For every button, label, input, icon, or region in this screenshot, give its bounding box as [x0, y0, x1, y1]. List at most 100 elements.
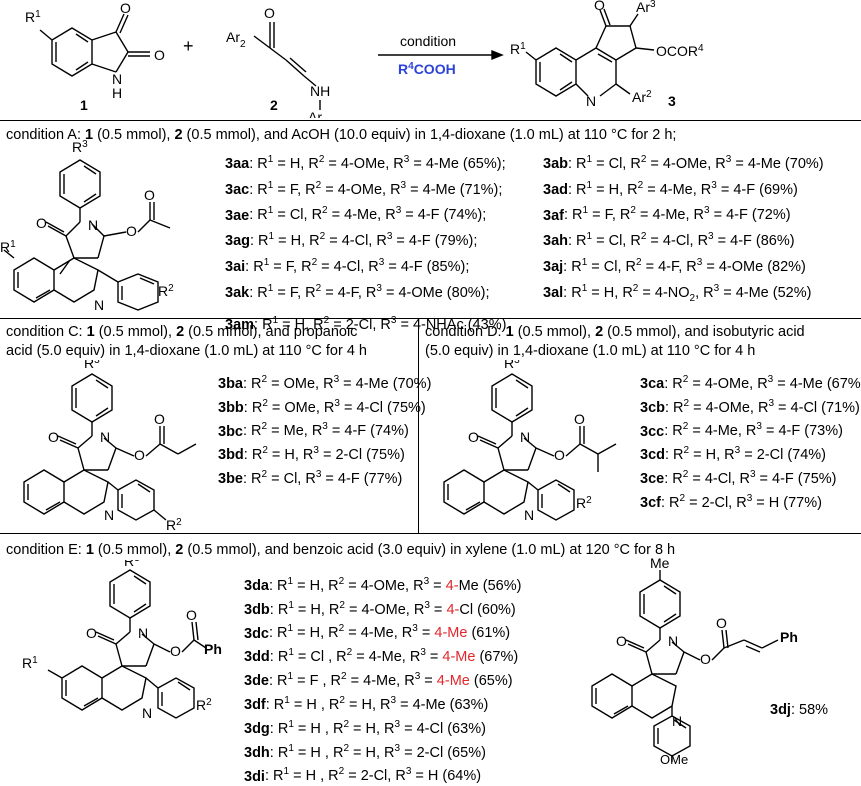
- label-n: N: [524, 507, 534, 523]
- entry-3ad: 3ad: R1 = H, R2 = 4-Me, R3 = 4-F (69%): [543, 176, 855, 200]
- label-o: O: [716, 615, 727, 631]
- entry-3cf: 3cf: R2 = 2-Cl, R3 = H (77%): [640, 489, 861, 513]
- entry-text: : R1 = H, R2 = 4-OMe, R3 = 4-Me (65%);: [249, 154, 506, 172]
- entry-3ae: 3ae: R1 = Cl, R2 = 4-Me, R3 = 4-F (74%);: [225, 202, 543, 226]
- label-n: N: [668, 633, 678, 649]
- label-o: O: [86, 625, 97, 641]
- structure-3d: R3 O N O O Ph R1 N R2: [22, 560, 222, 721]
- entry-3cb: 3cb: R2 = 4-OMe, R3 = 4-Cl (71%): [640, 394, 861, 418]
- compound-id: 3de: [244, 673, 269, 690]
- entry-3ca: 3ca: R2 = 4-OMe, R3 = 4-Me (67%): [640, 370, 861, 394]
- entry-3af: 3af: R1 = F, R2 = 4-Me, R3 = 4-F (72%): [543, 202, 855, 226]
- label-o: O: [48, 429, 59, 445]
- compound-id: 3cd: [640, 447, 665, 464]
- compound-id: 3cf: [640, 494, 661, 511]
- compound-id: 3am: [225, 316, 255, 333]
- compound-id: 3ba: [218, 375, 243, 392]
- entry-3dd: 3dd: R1 = Cl , R2 = 4-Me, R3 = 4-Me (67%…: [244, 643, 521, 667]
- label-o: O: [144, 187, 155, 203]
- label-o: O: [554, 447, 565, 463]
- compound-id: 3bc: [218, 423, 243, 440]
- label-r2: R2: [576, 495, 592, 511]
- entry-text: : R1 = H , R2 = H, R3 = 2-Cl (65%): [269, 742, 486, 761]
- label-h: H: [112, 85, 122, 101]
- compound-label-1: 1: [80, 97, 88, 113]
- label-o: O: [36, 215, 47, 231]
- entry-text: : R1 = Cl, R2 = 4-OMe, R3 = 4-Me (70%): [568, 154, 824, 172]
- label-o: O: [120, 0, 131, 16]
- entry-text: : R1 = F, R2 = 4-OMe, R3 = 4-Me (71%);: [249, 179, 503, 198]
- label-r1: R1: [22, 655, 38, 671]
- entry-text: : R1 = H , R2 = H, R3 = 4-Cl (63%): [269, 718, 486, 737]
- arrow-top-label: condition: [400, 33, 456, 49]
- compound-id: 3dh: [244, 744, 270, 761]
- label-o: O: [700, 651, 711, 667]
- entry-text: : R2 = H, R3 = 2-Cl (74%): [665, 445, 827, 464]
- condition-d-entries: 3ca: R2 = 4-OMe, R3 = 4-Me (67%)3cb: R2 …: [640, 370, 861, 513]
- label-o: O: [264, 5, 275, 21]
- label-r1: R1: [0, 239, 16, 255]
- label-n: N: [112, 71, 122, 87]
- compound-label-2: 2: [270, 97, 278, 113]
- entry-3db: 3db: R1 = H, R2 = 4-OMe, R3 = 4-Cl (60%): [244, 596, 521, 620]
- entry-3ba: 3ba: R2 = OMe, R3 = 4-Me (70%): [218, 370, 431, 394]
- divider: [0, 533, 861, 534]
- reaction-scheme: R1 O O N H 1 + Ar2 O NH Ar3 2 condition …: [25, 0, 704, 118]
- label-ar2: Ar2: [632, 89, 652, 105]
- label-o: O: [574, 411, 585, 427]
- entry-3ah: 3ah: R1 = Cl, R2 = 4-Cl, R3 = 4-F (86%): [543, 227, 855, 251]
- condition-a-text: condition A: 1 (0.5 mmol), 2 (0.5 mmol),…: [6, 127, 677, 143]
- compound-id: 3df: [244, 696, 266, 713]
- entry-text: : R1 = H, R2 = 4-OMe, R3 = 4-Me (56%): [269, 576, 522, 594]
- entry-text: : R2 = Cl, R3 = 4-F (77%): [243, 469, 403, 488]
- entry-3be: 3be: R2 = Cl, R3 = 4-F (77%): [218, 465, 431, 489]
- entry-text: : R1 = Cl , R2 = 4-Me, R3 = 4-Me (67%): [269, 647, 519, 666]
- entry-text: : R2 = OMe, R3 = 4-Cl (75%): [243, 397, 426, 416]
- entry-text: : R2 = 4-OMe, R3 = 4-Me (67%): [664, 374, 861, 392]
- label-o: O: [154, 411, 165, 427]
- compound-id: 3ae: [225, 207, 250, 224]
- compound-label-3: 3: [668, 93, 676, 109]
- entry-3bc: 3bc: R2 = Me, R3 = 4-F (74%): [218, 418, 431, 442]
- label-r1: R1: [510, 41, 526, 57]
- entry-text: : R1 = H, R2 = 4-NO2, R3 = 4-Me (52%): [563, 283, 812, 304]
- compound-id: 3dc: [244, 625, 269, 642]
- compound-id: 3db: [244, 601, 270, 618]
- divider: [0, 318, 861, 319]
- label-ar3: Ar3: [636, 0, 656, 15]
- entry-3cc: 3cc: R2 = 4-Me, R3 = 4-F (73%): [640, 418, 861, 442]
- entry-text: : R2 = Me, R3 = 4-F (74%): [243, 421, 409, 440]
- compound-id: 3aj: [543, 259, 564, 276]
- compound-id: 3ca: [640, 375, 665, 392]
- entry-3ak: 3ak: R1 = F, R2 = 4-F, R3 = 4-OMe (80%);: [225, 279, 543, 309]
- condition-a-entries: 3aa: R1 = H, R2 = 4-OMe, R3 = 4-Me (65%)…: [225, 150, 855, 335]
- entry-3dc: 3dc: R1 = H, R2 = 4-Me, R3 = 4-Me (61%): [244, 620, 521, 644]
- label-o: O: [616, 633, 627, 649]
- label-me: Me: [650, 556, 670, 571]
- compound-id: 3ak: [225, 284, 250, 301]
- entry-text: : R1 = Cl, R2 = 4-F, R3 = 4-OMe (82%): [563, 257, 806, 276]
- entry-text: : R1 = H, R2 = 4-Cl, R3 = 4-F (79%);: [250, 231, 478, 250]
- label-r2: R2: [196, 697, 212, 713]
- label-n: N: [142, 705, 152, 721]
- entry-3am: 3am: R1 = H, R2 = 2-Cl, R3 = 4-NHAc (43%…: [225, 311, 543, 335]
- condition-e-entries: 3da: R1 = H, R2 = 4-OMe, R3 = 4-Me (56%)…: [244, 572, 521, 786]
- label-o: O: [134, 447, 145, 463]
- compound-id: 3be: [218, 471, 243, 488]
- compound-id: 3ai: [225, 259, 246, 276]
- compound-id: 3dj: [770, 702, 791, 718]
- entry-text: : R1 = Cl, R2 = 4-Cl, R3 = 4-F (86%): [568, 231, 795, 250]
- label-ph: Ph: [780, 629, 798, 645]
- entry-text: : R2 = 4-OMe, R3 = 4-Cl (71%): [665, 397, 860, 416]
- label-n: N: [586, 93, 596, 109]
- entry-text: : R2 = H, R3 = 2-Cl (75%): [243, 445, 405, 464]
- label-r3: R3: [84, 360, 100, 371]
- compound-id: 3ab: [543, 155, 568, 172]
- compound-id: 3cc: [640, 423, 665, 440]
- entry-text: : R2 = OMe, R3 = 4-Me (70%): [243, 374, 432, 392]
- compound-id: 3cb: [640, 399, 665, 416]
- entry-3bb: 3bb: R2 = OMe, R3 = 4-Cl (75%): [218, 394, 431, 418]
- entry-text: : 58%: [790, 702, 829, 718]
- condition-d-line2: (5.0 equiv) in 1,4-dioxane (1.0 mL) at 1…: [425, 343, 756, 359]
- label-r2: R2: [166, 517, 182, 532]
